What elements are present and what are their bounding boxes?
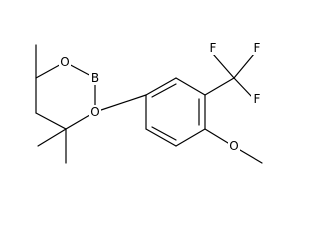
bond-c-f-bottom (233, 77, 253, 98)
bond-ar-cf3 (204, 77, 235, 96)
bond-c6-methyl-left (37, 128, 67, 147)
bond-ar5-ar6 (145, 128, 177, 147)
benzene-ring (145, 77, 206, 147)
bond-c6-c5 (35, 112, 67, 130)
bond-ar4-ar5 (175, 128, 206, 147)
bond-ar1-ar2 (145, 77, 177, 96)
atom-label-o-ring-bottom: O (90, 105, 99, 119)
bond-ar-o (204, 128, 229, 144)
atom-label-f-bottom: F (254, 92, 261, 106)
atom-label-o-ring-top: O (60, 55, 69, 69)
bond-ar2-ar3 (175, 77, 206, 96)
bond-c-f-right (233, 53, 255, 79)
structure-diagram: O B O F F F O (35, 41, 263, 164)
trifluoromethyl-group (204, 53, 255, 98)
bond-b-aryl (94, 94, 147, 113)
atom-label-f-left: F (210, 41, 217, 55)
atom-label-f-right: F (254, 41, 261, 55)
bond-o-ch3 (239, 149, 263, 164)
bond-c-f-left (212, 53, 235, 79)
double-bond-inner-1 (151, 83, 177, 98)
double-bond-inner-3 (151, 126, 177, 141)
atom-label-boron: B (91, 71, 99, 85)
atom-label-o-methoxy: O (229, 139, 238, 153)
methoxy-group (204, 128, 263, 164)
